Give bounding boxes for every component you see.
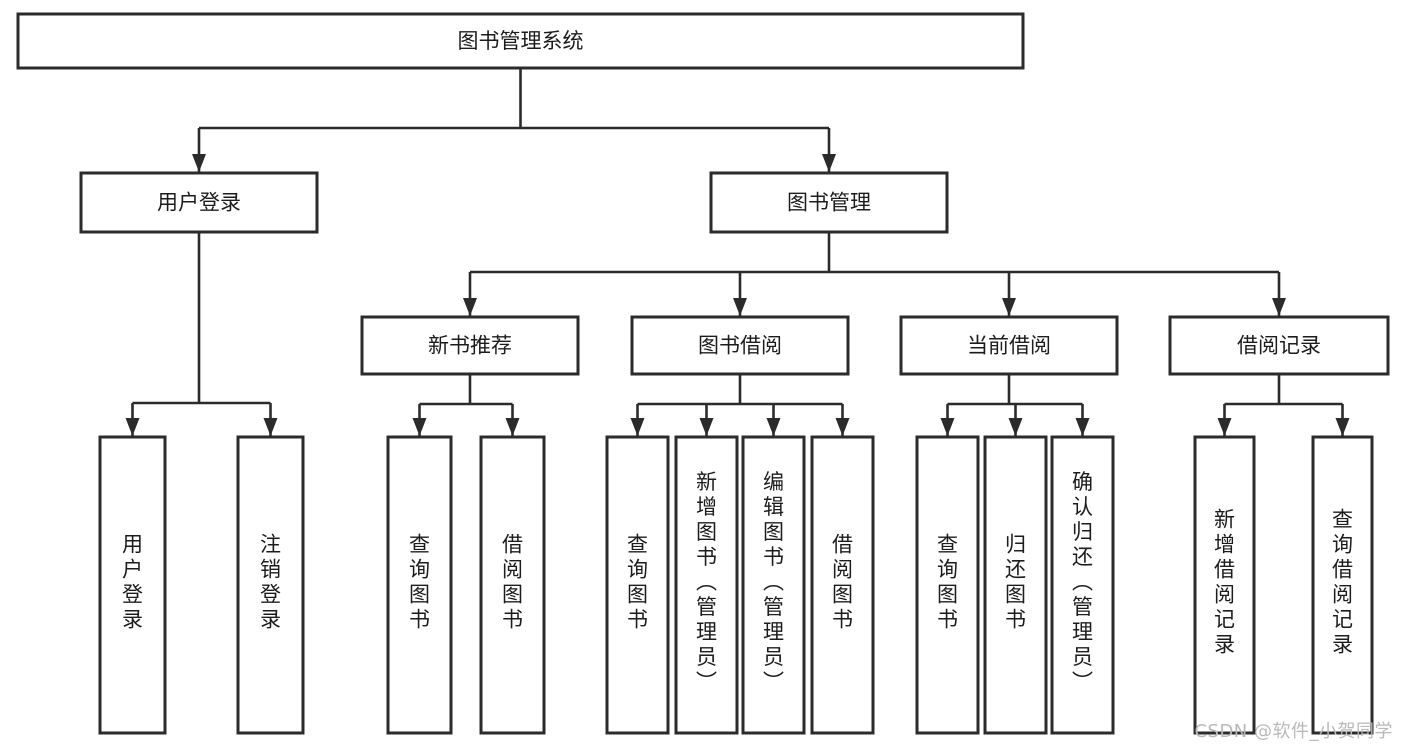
leaf-node[interactable]: 借阅图书 [810, 435, 875, 735]
leaf-node[interactable]: 查询图书 [915, 435, 980, 735]
arrow-head-icon [630, 418, 645, 436]
leaf-label: 确认归还︵管理员︶ [1072, 470, 1093, 694]
leaf-node[interactable]: 查询借阅记录 [1311, 435, 1374, 735]
leaf-box[interactable] [1311, 435, 1374, 735]
leaf-label: 查询图书 [409, 533, 430, 632]
leaf-node[interactable]: 新增图书︵管理员︶ [674, 435, 739, 735]
leaf-node[interactable]: 借阅图书 [479, 435, 546, 735]
arrow-head-icon [192, 154, 206, 172]
leaf-label: 新增借阅记录 [1214, 508, 1235, 657]
level3-box[interactable] [360, 315, 580, 376]
arrow-head-icon [733, 298, 747, 316]
leaf-box[interactable] [1193, 435, 1256, 735]
leaf-box[interactable] [983, 435, 1048, 735]
level2-box[interactable] [79, 171, 319, 234]
level2-node[interactable]: 图书管理 [709, 171, 949, 234]
leaf-box[interactable] [386, 435, 453, 735]
leaf-label: 借阅图书 [502, 533, 523, 632]
level3-box[interactable] [1168, 315, 1390, 376]
arrow-head-icon [940, 418, 955, 436]
level2-box[interactable] [709, 171, 949, 234]
arrow-head-icon [699, 418, 714, 436]
arrow-head-icon [835, 418, 850, 436]
leaf-label: 归还图书 [1005, 533, 1026, 632]
arrow-head-icon [1008, 418, 1023, 436]
node-layer: 图书管理系统用户登录图书管理新书推荐图书借阅当前借阅借阅记录用户登录注销登录查询… [16, 12, 1390, 735]
leaf-label: 新增图书︵管理员︶ [696, 470, 717, 694]
leaf-label: 注销登录 [260, 533, 281, 632]
arrow-head-icon [1335, 418, 1350, 436]
level3-box[interactable] [630, 315, 850, 376]
arrow-head-icon [1217, 418, 1232, 436]
csdn-watermark: CSDN @软件_小贺同学 [1194, 721, 1393, 742]
arrow-head-icon [463, 298, 477, 316]
arrow-head-icon [263, 418, 278, 436]
leaf-node[interactable]: 确认归还︵管理员︶ [1050, 435, 1115, 735]
level3-node[interactable]: 新书推荐 [360, 315, 580, 376]
level3-node[interactable]: 当前借阅 [899, 315, 1119, 376]
arrow-head-icon [125, 418, 140, 436]
level2-label: 图书管理 [787, 191, 871, 215]
leaf-node[interactable]: 用户登录 [98, 435, 167, 735]
level2-node[interactable]: 用户登录 [79, 171, 319, 234]
level3-node[interactable]: 图书借阅 [630, 315, 850, 376]
level3-label: 新书推荐 [428, 334, 512, 358]
arrow-head-icon [1075, 418, 1090, 436]
root-node[interactable]: 图书管理系统 [16, 12, 1025, 70]
leaf-node[interactable]: 新增借阅记录 [1193, 435, 1256, 735]
leaf-label: 查询图书 [627, 533, 648, 632]
leaf-box[interactable] [810, 435, 875, 735]
level2-label: 用户登录 [157, 191, 241, 215]
leaf-box[interactable] [1050, 435, 1115, 735]
leaf-node[interactable]: 归还图书 [983, 435, 1048, 735]
leaf-node[interactable]: 编辑图书︵管理员︶ [741, 435, 806, 735]
leaf-box[interactable] [98, 435, 167, 735]
leaf-label: 用户登录 [122, 533, 143, 632]
leaf-box[interactable] [741, 435, 806, 735]
arrow-head-icon [505, 418, 520, 436]
level3-label: 当前借阅 [967, 334, 1051, 358]
leaf-label: 编辑图书︵管理员︶ [763, 470, 784, 694]
level3-box[interactable] [899, 315, 1119, 376]
leaf-box[interactable] [605, 435, 670, 735]
leaf-box[interactable] [674, 435, 739, 735]
arrow-head-icon [1002, 298, 1016, 316]
leaf-label: 查询图书 [937, 533, 958, 632]
arrow-head-icon [412, 418, 427, 436]
leaf-node[interactable]: 查询图书 [386, 435, 453, 735]
level3-label: 图书借阅 [698, 334, 782, 358]
leaf-label: 查询借阅记录 [1332, 508, 1353, 657]
level3-node[interactable]: 借阅记录 [1168, 315, 1390, 376]
root-box[interactable] [16, 12, 1025, 70]
arrow-head-icon [766, 418, 781, 436]
leaf-node[interactable]: 注销登录 [236, 435, 305, 735]
leaf-box[interactable] [479, 435, 546, 735]
leaf-box[interactable] [236, 435, 305, 735]
leaf-box[interactable] [915, 435, 980, 735]
arrow-head-icon [822, 154, 836, 172]
level3-label: 借阅记录 [1237, 334, 1321, 358]
edge-layer [125, 68, 1350, 436]
root-label: 图书管理系统 [458, 29, 584, 53]
leaf-label: 借阅图书 [832, 533, 853, 632]
leaf-node[interactable]: 查询图书 [605, 435, 670, 735]
arrow-head-icon [1272, 298, 1286, 316]
